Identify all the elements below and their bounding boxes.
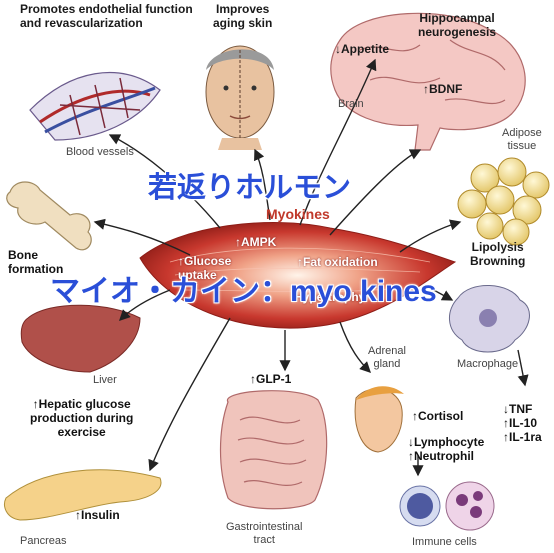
endothelial-label: Promotes endothelial function and revasc…: [20, 2, 193, 30]
myokines-label: Myokines: [266, 206, 330, 222]
adrenal-gland-illustration: [354, 386, 404, 453]
cytokine-label: ↓TNF ↑IL-10 ↑IL-1ra: [503, 402, 542, 444]
adipose-illustration: [457, 157, 550, 246]
immune-cells-label: Immune cells: [412, 536, 477, 548]
hippocampal-label: Hippocampal neurogenesis: [418, 11, 497, 39]
lipolysis-label: Lipolysis Browning: [470, 240, 526, 268]
hepatic-label: ↑Hepatic glucose production during exerc…: [30, 397, 134, 439]
brain-illustration: [330, 12, 526, 151]
lymphocyte-label: ↓Lymphocyte ↑Neutrophil: [408, 435, 485, 463]
macrophage-illustration: [449, 285, 530, 353]
overlay-title: 若返りホルモン: [148, 172, 352, 204]
cortisol-label: ↑Cortisol: [412, 409, 464, 423]
face-illustration: [205, 45, 275, 150]
aging-skin-label: Improves aging skin: [213, 2, 273, 30]
fat-oxidation-label: ↑Fat oxidation: [297, 255, 378, 269]
adrenal-label: Adrenal gland: [368, 345, 406, 370]
adipose-label: Adipose tissue: [502, 127, 542, 152]
glucose-uptake-label: ↑Glucose uptake: [178, 254, 232, 282]
bone-illustration: [6, 181, 92, 251]
liver-illustration: [20, 304, 141, 373]
overlay-subtitle: マイオ・カイン：myo kines: [50, 275, 437, 308]
gi-tract-illustration: [219, 390, 328, 510]
muscle-illustration: [139, 222, 457, 329]
immune-cells-illustration: [399, 481, 495, 531]
bdnf-label: ↑BDNF: [423, 82, 463, 96]
blood-vessels-illustration: [29, 71, 161, 141]
pancreas-label: Pancreas: [20, 535, 67, 547]
glp1-label: ↑GLP-1: [250, 372, 292, 386]
liver-label: Liver: [93, 374, 117, 386]
bone-formation-label: Bone formation: [8, 248, 64, 276]
pancreas-illustration: [4, 469, 162, 521]
signal-arrows: [93, 58, 529, 477]
insulin-label: ↑Insulin: [75, 508, 120, 522]
hypertrophy-label: Hypertrophy: [294, 290, 366, 304]
brain-label: Brain: [338, 98, 364, 110]
appetite-label: ↓Appetite: [335, 42, 389, 56]
macrophage-label: Macrophage: [457, 358, 519, 370]
blood-vessels-label: Blood vessels: [66, 146, 134, 158]
gi-tract-label: Gastrointestinal tract: [226, 521, 303, 546]
ampk-label: ↑AMPK: [235, 235, 277, 249]
